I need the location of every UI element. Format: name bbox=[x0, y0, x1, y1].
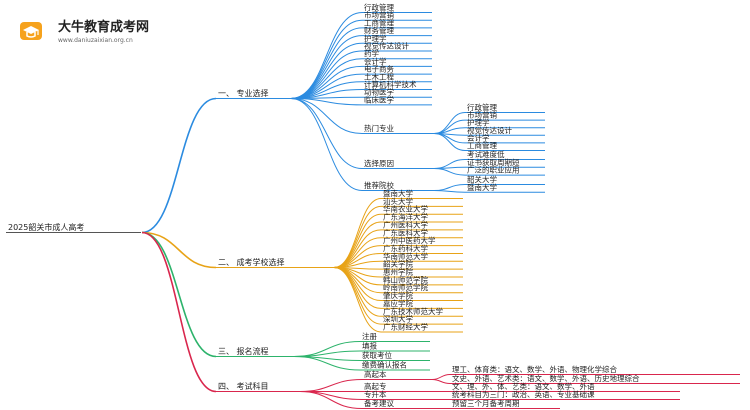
branch-1-subitem: 会计学 bbox=[467, 132, 490, 142]
branch-2-item: 广东海洋大学 bbox=[383, 212, 428, 222]
branch-2-item: 韩山师范学院 bbox=[383, 274, 428, 284]
branch-2-item: 华南农业大学 bbox=[383, 204, 428, 214]
branch-1-item: 药学 bbox=[364, 48, 379, 58]
branch-1-item: 动物医学 bbox=[364, 87, 394, 97]
branch-4-group: 高起专 bbox=[364, 381, 387, 391]
mindmap-edge bbox=[431, 379, 451, 384]
mindmap-edge bbox=[333, 267, 382, 333]
mindmap-edge bbox=[290, 12, 363, 99]
branch-1-item: 市场营销 bbox=[364, 10, 394, 20]
mindmap-edge bbox=[290, 27, 363, 99]
mindmap-edge bbox=[433, 184, 466, 191]
branch-2-item: 惠州学院 bbox=[383, 267, 413, 277]
branch-1-item: 护理学 bbox=[364, 33, 387, 43]
branch-3-item: 缴费确认报名 bbox=[362, 360, 407, 370]
mindmap-edge bbox=[333, 267, 382, 309]
mindmap-edge bbox=[141, 231, 217, 269]
branch-1-group: 热门专业 bbox=[364, 123, 394, 133]
branch-1-subitem: 护理学 bbox=[467, 117, 490, 127]
branch-1-subitem: 工商管理 bbox=[467, 140, 497, 150]
branch-1-item: 工商管理 bbox=[364, 17, 394, 27]
branch-2-item: 肇庆学院 bbox=[383, 290, 413, 300]
mindmap-edge bbox=[290, 58, 363, 99]
mindmap-edge bbox=[141, 97, 217, 234]
mindmap-edge bbox=[333, 237, 382, 268]
branch-1-item: 会计学 bbox=[364, 56, 387, 66]
mindmap-edge bbox=[433, 133, 466, 151]
branch-1-subitem: 广泛的职业应用 bbox=[467, 165, 520, 175]
mindmap-edge bbox=[433, 190, 466, 193]
branch-1-item: 行政管理 bbox=[364, 2, 394, 12]
branch-2-item: 汕头大学 bbox=[383, 196, 413, 206]
logo-brand-text: 大牛教育成考网 bbox=[58, 20, 150, 35]
mindmap-edge bbox=[290, 98, 363, 169]
branch-2-item: 嘉应学院 bbox=[383, 298, 413, 308]
mindmap-edge bbox=[290, 98, 363, 134]
branch-2-item: 深圳大学 bbox=[383, 314, 413, 324]
branch-1-group: 推荐院校 bbox=[364, 180, 394, 190]
branch-1-subitem: 证书获取周期短 bbox=[467, 157, 520, 167]
mindmap-edge bbox=[141, 231, 217, 393]
graduation-cap-icon bbox=[20, 22, 42, 40]
branch-1-group: 选择原因 bbox=[364, 158, 394, 168]
branch-4-group: 专升本 bbox=[364, 389, 387, 399]
branch-4-subitem: 理工、体育类：语文、数学、外语、物理化学综合 bbox=[452, 364, 617, 374]
branch-1-item: 电子商务 bbox=[364, 64, 394, 74]
branch-2-item: 广东财经大学 bbox=[383, 321, 428, 331]
mindmap-edge bbox=[431, 374, 451, 380]
mindmap-edge bbox=[299, 391, 363, 400]
mindmap-edge bbox=[290, 98, 363, 191]
branch-2-item: 广东医科大学 bbox=[383, 227, 428, 237]
branch-2-item: 暨南大学 bbox=[383, 188, 413, 198]
branch-3-item: 填报 bbox=[362, 341, 377, 351]
mindmap-edge bbox=[293, 356, 361, 371]
branch-1-subitem: 行政管理 bbox=[467, 102, 497, 112]
branch-2-item: 广州中医药大学 bbox=[383, 235, 436, 245]
branch-4-subitem: 预留三个月备考周期 bbox=[452, 398, 520, 408]
branch-3-item: 注册 bbox=[362, 331, 377, 341]
branch-1-item: 视觉传达设计 bbox=[364, 41, 409, 51]
branch-4-subitem: 文史、外语、艺术类：语文、数学、外语、历史地理综合 bbox=[452, 373, 640, 383]
branch-2-item: 岭南师范学院 bbox=[383, 282, 428, 292]
mindmap-edge bbox=[141, 231, 217, 358]
branch-2-item: 广东药科大学 bbox=[383, 243, 428, 253]
mindmap-edge bbox=[433, 168, 466, 176]
branch-2-item: 韶关学院 bbox=[383, 259, 413, 269]
branch-1-subitem: 市场营销 bbox=[467, 110, 497, 120]
mindmap-edge bbox=[333, 213, 382, 268]
branch-1-node: 一、 专业选择 bbox=[218, 88, 269, 98]
branch-4-subitem: 统考科目为三门：政治、英语、专业基础课 bbox=[452, 389, 595, 399]
logo-url-text: www.daniuzaixian.org.cn bbox=[58, 37, 133, 44]
branch-2-item: 广州医科大学 bbox=[383, 219, 428, 229]
mindmap-edge bbox=[299, 379, 363, 392]
branch-4-group: 备考建议 bbox=[364, 398, 394, 408]
branch-1-subitem: 韶关大学 bbox=[467, 174, 497, 184]
mindmap-edge bbox=[290, 73, 363, 99]
branch-1-subitem: 视觉传达设计 bbox=[467, 125, 512, 135]
branch-1-item: 财务管理 bbox=[364, 25, 394, 35]
branch-1-item: 土木工程 bbox=[364, 71, 394, 81]
site-logo[interactable]: 大牛教育成考网 www.daniuzaixian.org.cn bbox=[4, 4, 174, 48]
branch-1-subitem: 暨南大学 bbox=[467, 182, 497, 192]
branch-4-subitem: 文、理、外、体、艺类：语文、数学、外语 bbox=[452, 381, 595, 391]
branch-2-item: 华南师范大学 bbox=[383, 251, 428, 261]
mindmap-edges bbox=[141, 12, 466, 409]
mindmap-edge bbox=[433, 119, 466, 134]
branch-4-node: 四、 考试科目 bbox=[218, 381, 269, 391]
branch-3-item: 获取考位 bbox=[362, 350, 392, 360]
branch-1-subitem: 考试难度低 bbox=[467, 149, 505, 159]
branch-3-node: 三、 报名流程 bbox=[218, 346, 269, 356]
mindmap-edge bbox=[290, 98, 363, 106]
mindmap-edge bbox=[290, 19, 363, 99]
branch-2-node: 二、 成考学校选择 bbox=[218, 257, 285, 267]
mindmap-edge bbox=[299, 391, 363, 409]
branch-4-group: 高起本 bbox=[364, 369, 387, 379]
branch-2-item: 广东技术师范大学 bbox=[383, 306, 443, 316]
branch-1-item: 临床医学 bbox=[364, 94, 394, 104]
branch-1-item: 计算机科学技术 bbox=[364, 79, 417, 89]
root-node: 2025韶关市成人高考 bbox=[8, 222, 84, 232]
